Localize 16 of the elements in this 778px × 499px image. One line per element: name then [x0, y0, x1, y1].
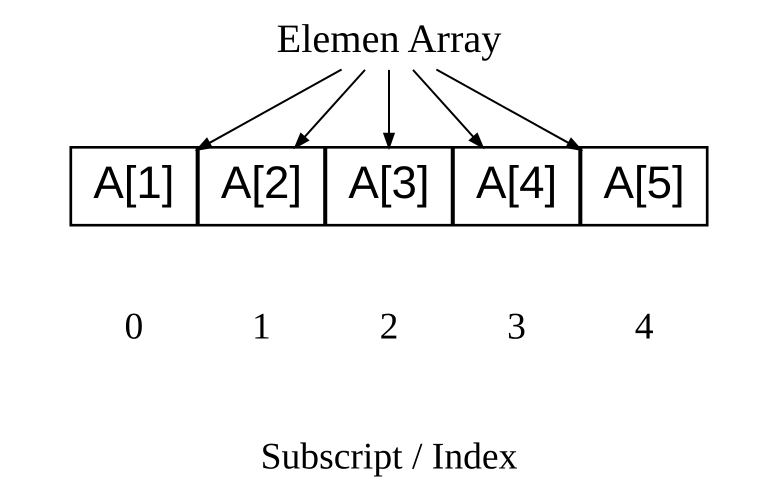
node-box: A[1] [69, 145, 198, 226]
label: 1 [252, 306, 271, 347]
label: Subscript / Index [260, 436, 518, 478]
node-box: A[2] [197, 145, 326, 226]
label: 0 [124, 306, 144, 347]
node-box: A[3] [324, 145, 454, 226]
node-box: A[4] [452, 145, 581, 226]
label: 3 [507, 306, 526, 347]
arrow [436, 68, 584, 151]
label: 2 [380, 306, 398, 347]
label: 4 [634, 306, 654, 347]
arrow [293, 68, 366, 149]
node-box: A[5] [580, 145, 709, 226]
arrow [382, 69, 396, 150]
arrow [412, 68, 485, 149]
node-text: Elemen Array [276, 15, 502, 60]
